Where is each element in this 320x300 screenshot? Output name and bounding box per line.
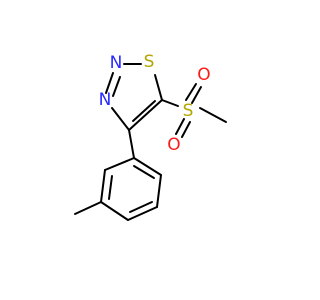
atom-label-sulfonyl-s: S bbox=[183, 101, 194, 121]
atom-label-o-bottom: O bbox=[167, 135, 180, 155]
atom-label-ring-s: S bbox=[144, 52, 155, 72]
bond-c5-sulfonyl bbox=[161, 99, 179, 107]
bond-ph4-ph5-double bbox=[129, 201, 153, 213]
bond-sulfonyl-methyl bbox=[199, 107, 227, 123]
bond-c5-s1 bbox=[154, 74, 163, 101]
atom-oxygen-top: O bbox=[197, 65, 210, 85]
bond-ph3-methyl bbox=[74, 201, 102, 215]
bond-c4-c5 bbox=[128, 99, 163, 131]
bond-ph6-ph1-double bbox=[133, 165, 155, 179]
bond-so-bottom bbox=[175, 118, 185, 135]
molecule-diagram: S N N S O O bbox=[74, 52, 227, 221]
atom-nitrogen-top: N bbox=[110, 53, 123, 73]
bond-ph6-ph1 bbox=[133, 157, 162, 176]
bond-ph2-ph3-double bbox=[108, 175, 113, 200]
bond-so-bottom-double bbox=[181, 121, 191, 138]
atom-label-o-top: O bbox=[197, 65, 210, 85]
bond-ph4-ph5 bbox=[127, 206, 158, 221]
atom-sulfonyl-sulfur: S bbox=[183, 101, 194, 121]
bond-so-top bbox=[185, 83, 197, 101]
bond-ph1-ph2 bbox=[104, 157, 135, 171]
structure-canvas: S N N S O O bbox=[74, 52, 227, 221]
bond-so-top-double bbox=[191, 86, 202, 104]
atom-nitrogen-left: N bbox=[99, 90, 112, 110]
atom-ring-sulfur: S bbox=[144, 52, 155, 72]
bond-ph3-ph4 bbox=[100, 201, 129, 221]
bond-c4-phenyl bbox=[128, 129, 135, 159]
bond-n3-c4 bbox=[111, 107, 130, 131]
bond-c4-c5-double bbox=[132, 100, 156, 122]
atom-label-n-left: N bbox=[99, 90, 112, 110]
bond-ph5-ph6 bbox=[156, 174, 162, 208]
atom-oxygen-bottom: O bbox=[167, 135, 180, 155]
bond-ph2-ph3 bbox=[100, 169, 106, 203]
bond-n2-n3-double bbox=[112, 76, 121, 97]
bond-n2-n3 bbox=[105, 72, 114, 94]
atom-label-n-top: N bbox=[110, 53, 123, 73]
